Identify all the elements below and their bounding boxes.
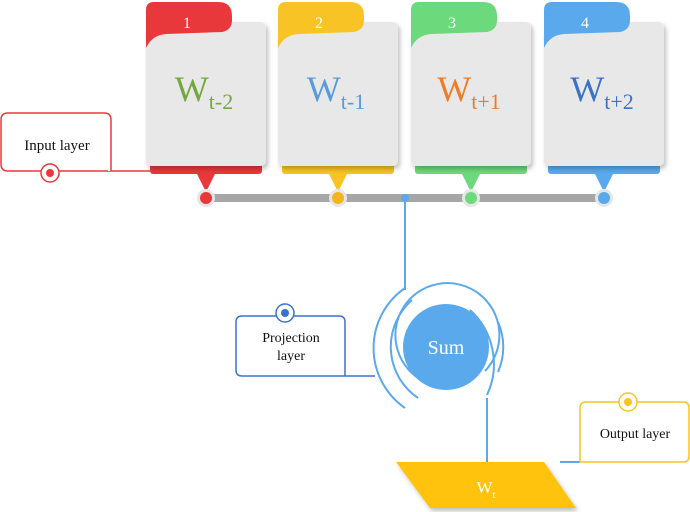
card-word: Wt-1: [307, 69, 365, 114]
bar-junction-dot: [401, 194, 409, 202]
card-word: Wt+1: [437, 69, 501, 114]
bar-dot-2: [329, 189, 347, 207]
card-word-main: W: [307, 69, 341, 109]
context-card-3: 3Wt+1: [411, 2, 531, 192]
card-word: Wt-2: [175, 69, 233, 114]
context-card-2: 2Wt-1: [278, 2, 398, 192]
sum-arc-outer-left: [372, 287, 406, 409]
card-body: [146, 22, 266, 166]
card-number: 2: [315, 15, 323, 32]
card-word-sub: t+2: [604, 89, 634, 114]
card-pointer: [461, 172, 481, 192]
card-tab: [411, 2, 497, 48]
projection-layer-label-line2: layer: [277, 349, 305, 364]
output-word-main: W: [476, 478, 493, 497]
card-tab: [544, 2, 630, 48]
card-body: [278, 22, 398, 166]
context-card-4: 4Wt+2: [544, 2, 664, 192]
context-card-1: 1Wt-2: [146, 2, 266, 192]
card-word: Wt+2: [570, 69, 634, 114]
projection-layer-marker-dot: [281, 309, 289, 317]
sum-label: Sum: [428, 337, 465, 359]
projection-layer-box: Projection layer: [235, 303, 346, 377]
bar-dot-4: [595, 189, 613, 207]
card-body: [544, 22, 664, 166]
card-word-sub: t-2: [209, 89, 233, 114]
card-number: 3: [448, 15, 456, 32]
output-word-shape: [396, 462, 576, 508]
card-pointer: [328, 172, 348, 192]
card-tab: [146, 2, 232, 48]
bar-dot-fill: [598, 192, 610, 204]
card-number: 4: [581, 15, 589, 32]
connector-lines: [404, 200, 580, 463]
input-layer-label: Input layer: [24, 138, 89, 154]
output-word-sub: t: [492, 489, 495, 501]
sum-arc-right: [497, 321, 505, 373]
input-layer-marker-dot: [46, 169, 54, 177]
card-word-main: W: [175, 69, 209, 109]
card-word-sub: t+1: [471, 89, 501, 114]
card-word-sub: t-1: [341, 89, 365, 114]
card-tab: [278, 2, 364, 48]
card-number: 1: [183, 15, 191, 32]
output-layer-label: Output layer: [600, 427, 671, 442]
bar-dot-3: [462, 189, 480, 207]
card-pointer: [196, 172, 216, 192]
output-word-text: Wt: [476, 478, 495, 501]
sum-circle: [403, 304, 489, 390]
card-word-main: W: [570, 69, 604, 109]
input-layer-box: Input layer: [0, 112, 112, 183]
output-word-node: Wt: [396, 462, 576, 508]
bar-dot-fill: [200, 192, 212, 204]
card-pointer: [594, 172, 614, 192]
sum-node: Sum: [372, 282, 505, 409]
card-word-main: W: [437, 69, 471, 109]
output-layer-box: Output layer: [579, 392, 690, 463]
bar-dot-1: [197, 189, 215, 207]
bar-dot-fill: [332, 192, 344, 204]
bar-dot-fill: [465, 192, 477, 204]
bar-dots: [197, 189, 613, 207]
output-layer-marker-dot: [624, 398, 632, 406]
sum-arc-inner: [394, 282, 501, 383]
card-body: [411, 22, 531, 166]
projection-layer-label-line1: Projection: [262, 331, 320, 346]
